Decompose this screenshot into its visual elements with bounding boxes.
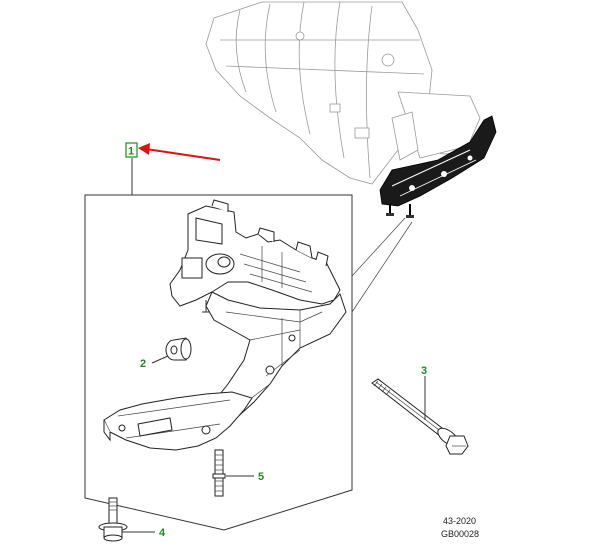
callout-1-highlight-box [125, 142, 138, 158]
pointer-arrow [138, 143, 221, 161]
installed-mount-bracket [379, 115, 497, 218]
flange-bolt-part [98, 497, 128, 542]
bushing-part [165, 337, 192, 361]
figure-id: GB00028 [441, 529, 479, 539]
detail-leader-lower [351, 221, 413, 313]
callout-4-label: 4 [159, 527, 166, 539]
long-bolt-part [371, 378, 469, 455]
callout-2-leader [151, 355, 169, 364]
callout-5-label: 5 [258, 471, 264, 483]
callout-2-label: 2 [140, 358, 146, 370]
bracket-part [103, 199, 347, 451]
callout-3-label: 3 [421, 365, 427, 377]
transmission-assembly [205, 1, 481, 185]
detail-leader-upper [351, 217, 406, 277]
stud-part [212, 449, 226, 497]
callout-1-label: 1 [128, 146, 134, 158]
detail-frame [84, 194, 353, 531]
section-reference: 43-2020 [443, 516, 476, 526]
